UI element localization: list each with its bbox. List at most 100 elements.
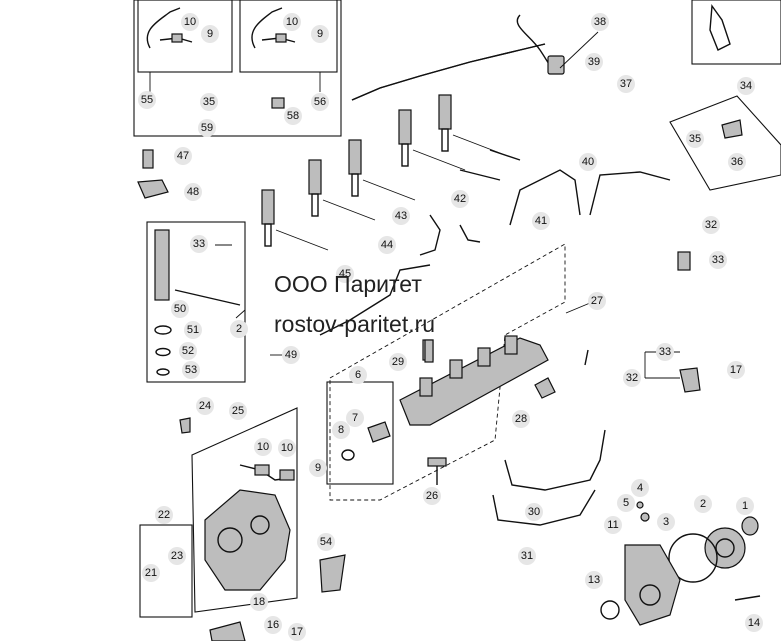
callout-label: 32 [705,219,717,231]
callout-label: 13 [588,574,600,586]
callout-circle [184,183,202,201]
callout-22: 22 [155,506,173,524]
callout-label: 23 [171,550,183,562]
rail-bolt [427,457,447,485]
callout-28: 28 [512,410,530,428]
pump-drive-gear [600,501,761,626]
callout-label: 56 [314,96,326,108]
callout-circle [336,265,354,283]
callout-circle [278,439,296,457]
callout-circle [604,516,622,534]
callout-42: 42 [451,190,469,208]
callout-circle [346,409,364,427]
callout-44: 44 [378,236,396,254]
callout-circle [284,107,302,125]
callout-label: 2 [700,498,706,510]
callout-label: 51 [187,324,199,336]
callout-label: 50 [174,303,186,315]
callout-circle [311,25,329,43]
callout-54: 54 [317,533,335,551]
callout-10: 10 [254,438,272,456]
callout-label: 52 [182,345,194,357]
callout-label: 58 [287,110,299,122]
callout-8: 8 [332,421,350,439]
frame-group-34 [669,95,781,191]
callout-circle [745,614,763,632]
callout-circle [254,438,272,456]
callout-label: 38 [594,16,606,28]
watermark-line-1: ООО Паритет [274,271,422,297]
callout-33: 33 [709,251,727,269]
callout-39: 39 [585,53,603,71]
callout-3: 3 [657,513,675,531]
callout-label: 35 [203,96,215,108]
callout-circle [656,343,674,361]
callout-label: 7 [352,412,358,424]
callout-label: 10 [257,441,269,453]
callout-circle [349,366,367,384]
callout-circle [332,421,350,439]
callout-circle [585,53,603,71]
callout-circle [171,300,189,318]
callout-55: 55 [138,91,156,109]
callout-circle [709,251,727,269]
callout-32: 32 [702,216,720,234]
callout-10: 10 [181,13,199,31]
pipe-31 [492,489,596,526]
callout-label: 34 [740,80,752,92]
callout-label: 35 [689,133,701,145]
callout-56: 56 [311,93,329,111]
callout-17: 17 [727,361,745,379]
hp-pipes-40-41 [419,169,671,256]
callout-circle [727,361,745,379]
callout-label: 54 [320,536,332,548]
callout-circle [264,616,282,634]
callout-circle [728,153,746,171]
callout-50: 50 [171,300,189,318]
callout-23: 23 [168,547,186,565]
callout-circle [451,190,469,208]
misc-parts [137,4,743,641]
injectors [261,94,521,251]
frame-group-22 [139,524,193,618]
callout-circle [512,410,530,428]
callout-circle [518,547,536,565]
callout-circle [623,369,641,387]
callout-13: 13 [585,571,603,589]
callout-30: 30 [525,503,543,521]
callout-label: 22 [158,509,170,521]
callout-circle [250,593,268,611]
frame-rail-area [329,243,566,501]
callout-circle [694,495,712,513]
callout-label: 6 [355,369,361,381]
frame-group-55-56 [133,0,342,137]
injector-harness [351,14,599,101]
relief-valve-6 [341,421,391,461]
callout-label: 17 [291,626,303,638]
callout-label: 42 [454,193,466,205]
hp-pump [204,464,295,591]
callout-circle [588,292,606,310]
callout-17: 17 [288,623,306,641]
callout-label: 55 [141,94,153,106]
callout-41: 41 [532,212,550,230]
callout-label: 44 [381,239,393,251]
callout-circle [309,459,327,477]
callout-48: 48 [184,183,202,201]
callout-1: 1 [736,497,754,515]
callout-10: 10 [283,13,301,31]
callout-circle [230,320,248,338]
callout-label: 9 [317,28,323,40]
callout-38: 38 [591,13,609,31]
callout-label: 28 [515,413,527,425]
callout-label: 10 [281,442,293,454]
callout-circle [181,13,199,31]
callout-circle [532,212,550,230]
callout-circle [288,623,306,641]
callout-circle [198,119,216,137]
callout-label: 5 [623,497,629,509]
callout-24: 24 [196,397,214,415]
callout-32: 32 [623,369,641,387]
